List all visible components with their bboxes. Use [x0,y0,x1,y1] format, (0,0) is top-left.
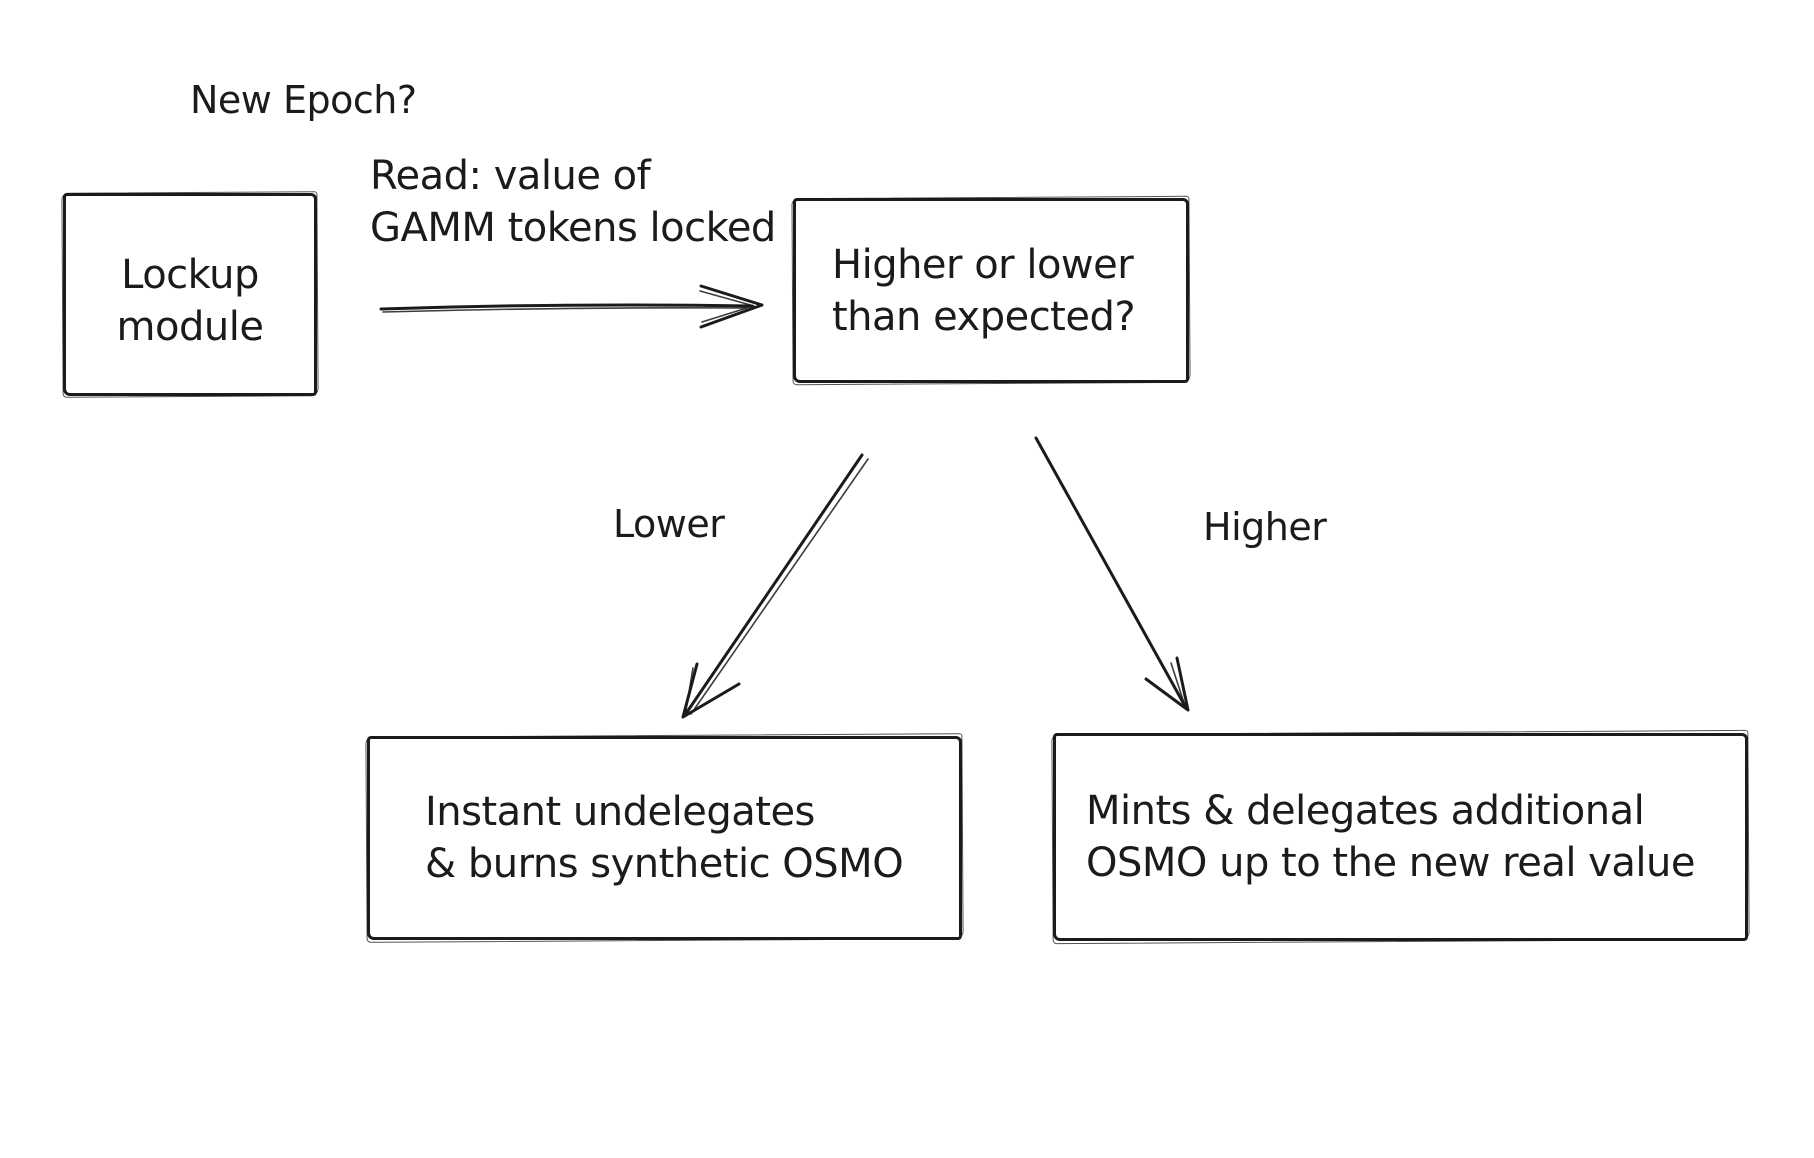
lower-arrow [681,453,869,719]
lower-edge-label: Lower [613,502,725,546]
text-line: Higher or lower [832,241,1134,288]
lockup-module-node: Lockup module [63,193,317,396]
text-line: Read: value of [370,153,651,199]
arrow-head [1144,656,1190,712]
arrow-shaft-sketch [690,458,869,715]
arrow-shaft [1034,436,1187,708]
arrow-shaft-sketch [382,307,747,313]
read-arrow [379,284,764,329]
arrow-shaft [685,453,864,714]
decision-node: Higher or lower than expected? [793,198,1189,383]
arrow-head [681,662,741,719]
text-line: Instant undelegates [425,789,815,835]
higher-arrow [1034,436,1190,712]
arrow-shaft [379,303,754,311]
text-line: module [116,303,264,350]
text-line: GAMM tokens locked [370,205,776,251]
arrow-head-sketch [699,290,755,323]
arrow-head-sketch [1170,662,1187,710]
text-line: Lockup [121,251,259,298]
text-line: Mints & delegates additional [1086,788,1645,834]
new-epoch-label: New Epoch? [190,78,417,122]
lower-action-node: Instant undelegates & burns synthetic OS… [367,736,962,940]
arrow-head-sketch [684,667,694,717]
arrow-head [699,284,764,329]
read-edge-label: Read: value of GAMM tokens locked [370,150,776,254]
higher-edge-label: Higher [1203,505,1327,549]
text-line: & burns synthetic OSMO [425,841,904,887]
text-line: OSMO up to the new real value [1086,840,1695,886]
higher-action-node: Mints & delegates additional OSMO up to … [1053,733,1748,941]
text-line: than expected? [832,293,1136,340]
